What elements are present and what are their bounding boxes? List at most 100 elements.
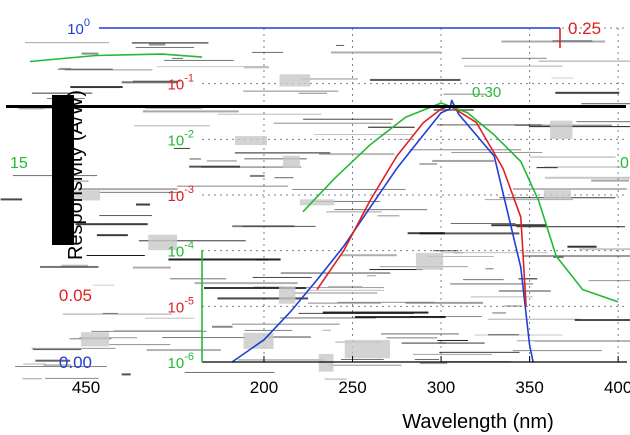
artifact-streak	[170, 278, 227, 280]
artifact-streak	[305, 287, 384, 289]
x-tick-label: 350	[515, 378, 543, 397]
artifact-streak	[529, 156, 616, 158]
artifact-streak	[591, 179, 629, 182]
artifact-streak	[438, 342, 447, 344]
artifact-streak	[322, 311, 429, 314]
artifact-streak	[463, 65, 563, 67]
artifact-streak	[133, 125, 211, 127]
y-left-tick-exponent: -4	[184, 240, 194, 252]
artifact-streak	[273, 122, 392, 124]
artifact-streak	[335, 44, 345, 46]
artifact-streak	[77, 188, 178, 191]
artifact-streak	[518, 278, 538, 280]
artifact-streak	[377, 215, 400, 217]
artifact-streak	[368, 126, 415, 128]
series-line	[29, 53, 203, 63]
artifact-streak	[436, 124, 542, 126]
artifact-streak	[303, 118, 393, 120]
artifact-streak	[381, 333, 459, 335]
artifact-streak	[31, 347, 116, 349]
artifact-streak	[451, 151, 543, 153]
artifact-streak	[40, 265, 99, 268]
artifact-streak	[244, 158, 307, 160]
overlay-label: 0.30	[472, 84, 501, 101]
artifact-streak	[176, 185, 289, 187]
artifact-streak	[544, 176, 630, 179]
artifact-streak	[528, 126, 630, 128]
artifact-streak	[43, 364, 72, 367]
artifact-streak	[189, 165, 241, 168]
y-right-tick-label: 0.05	[59, 286, 92, 305]
artifact-streak	[189, 158, 201, 160]
artifact-streak	[81, 52, 99, 55]
artifact-streak	[109, 344, 171, 346]
artifact-streak	[231, 323, 340, 325]
y-left-tick-exponent: -5	[184, 295, 194, 307]
artifact-streak	[157, 66, 269, 68]
series-line	[449, 99, 534, 363]
artifact-streak	[308, 289, 385, 291]
artifact-streak	[405, 301, 483, 304]
y-left-tick-exponent: -3	[184, 184, 194, 196]
artifact-bar	[52, 95, 74, 245]
series-line	[302, 102, 619, 303]
y-left-tick-exponent: 0	[84, 17, 90, 29]
artifact-block	[299, 199, 335, 206]
artifact-streak	[217, 297, 309, 300]
artifact-streak	[162, 337, 246, 339]
artifact-streak	[31, 92, 93, 94]
artifact-streak	[62, 313, 172, 315]
artifact-streak	[206, 160, 237, 162]
artifact-streak	[324, 378, 347, 380]
artifact-streak	[461, 57, 547, 59]
artifact-streak	[581, 103, 630, 105]
artifact-streak	[96, 234, 128, 237]
artifact-streak	[439, 351, 520, 353]
artifact-streak	[328, 364, 402, 366]
artifact-streak	[251, 51, 284, 53]
artifact-streak	[576, 121, 630, 123]
artifact-streak	[538, 60, 630, 62]
y-left-tick-label: 10-2	[168, 128, 194, 149]
artifact-streak	[59, 67, 72, 69]
artifact-block	[550, 120, 573, 140]
artifact-streak	[516, 226, 626, 228]
artifact-streak	[22, 378, 42, 380]
artifact-streak	[386, 337, 438, 339]
artifact-streak	[487, 318, 580, 320]
rendering-artifacts	[0, 40, 630, 380]
artifact-streak	[164, 59, 234, 61]
artifact-streak	[19, 108, 45, 110]
artifact-streak	[280, 272, 391, 274]
artifact-streak	[35, 359, 71, 362]
artifact-streak	[249, 174, 265, 177]
y-left-tick-exponent: -6	[184, 351, 194, 363]
artifact-streak	[453, 252, 463, 254]
artifact-streak	[252, 276, 312, 278]
artifact-streak	[184, 371, 275, 373]
artifact-streak	[131, 42, 209, 44]
artifact-streak	[280, 317, 376, 319]
artifact-streak	[146, 349, 221, 352]
artifact-block	[279, 74, 311, 87]
artifact-streak	[121, 81, 178, 84]
artifact-streak	[414, 359, 440, 361]
artifact-streak	[492, 312, 507, 314]
artifact-streak	[409, 316, 482, 318]
artifact-streak	[504, 305, 522, 307]
artifact-block	[415, 252, 444, 270]
artifact-streak	[244, 329, 293, 331]
y-left-tick-label: 10-5	[168, 295, 194, 316]
artifact-streak	[138, 240, 246, 242]
artifact-streak	[121, 373, 131, 376]
artifact-streak	[135, 46, 195, 48]
y-right-tick-label: 0.25	[568, 19, 601, 38]
overlay-label: 15	[10, 155, 28, 172]
artifact-streak	[293, 291, 378, 294]
artifact-streak	[555, 91, 620, 94]
artifact-streak	[61, 264, 89, 267]
artifact-streak	[45, 377, 99, 379]
artifact-streak	[75, 223, 148, 226]
artifact-streak	[512, 350, 602, 352]
